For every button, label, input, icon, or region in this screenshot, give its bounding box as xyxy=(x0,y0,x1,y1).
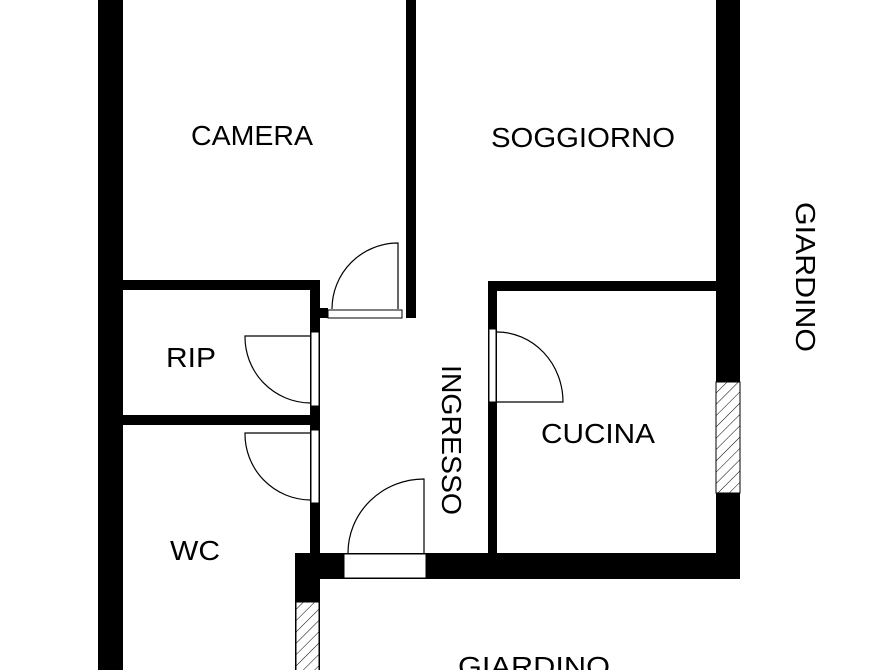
camera-right-wall xyxy=(406,0,416,318)
entrance-door-sill xyxy=(343,553,427,579)
left-outer-wall xyxy=(98,0,123,670)
cucina-left-wall xyxy=(488,281,497,553)
wc-door-frame xyxy=(310,429,320,504)
label-camera: CAMERA xyxy=(191,120,313,151)
kitchen-window xyxy=(715,381,741,494)
openings xyxy=(295,309,741,670)
rip-door-frame xyxy=(310,331,320,407)
rip-door-swing xyxy=(244,335,311,404)
cucina-door-frame xyxy=(488,328,497,403)
camera-door-swing xyxy=(331,242,399,310)
camera-door-sill xyxy=(327,309,403,319)
doors xyxy=(244,242,564,554)
camera-rip-wall xyxy=(123,280,320,290)
rip-wc-wall xyxy=(123,415,320,425)
entrance-door-swing xyxy=(347,478,425,554)
garden-window xyxy=(295,601,320,670)
soggiorno-cucina-wall xyxy=(488,281,716,291)
label-ingresso: INGRESSO xyxy=(436,365,467,515)
cucina-door-swing xyxy=(496,331,564,403)
camera-door-jamb xyxy=(320,308,328,318)
label-cucina: CUCINA xyxy=(541,418,655,449)
label-giardino-bottom: GIARDINO xyxy=(458,651,610,670)
label-rip: RIP xyxy=(166,342,216,373)
room-labels: CAMERA SOGGIORNO RIP WC CUCINA INGRESSO … xyxy=(166,120,821,670)
wc-door-swing xyxy=(244,432,311,501)
label-giardino-right: GIARDINO xyxy=(790,202,821,352)
label-wc: WC xyxy=(170,535,220,566)
label-soggiorno: SOGGIORNO xyxy=(491,122,675,153)
